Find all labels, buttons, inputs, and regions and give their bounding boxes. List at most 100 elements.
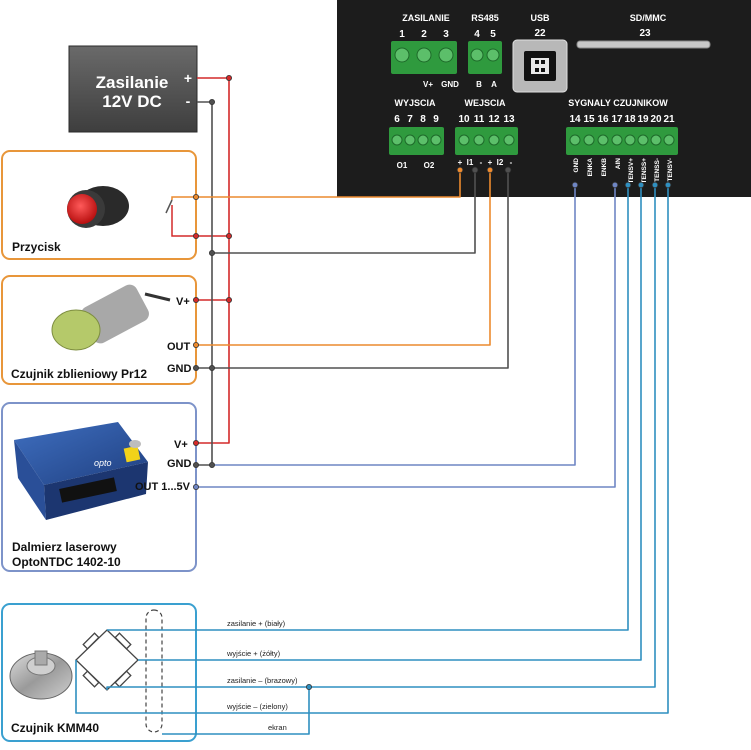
screw [503, 134, 515, 146]
laser-brand: opto [94, 458, 112, 468]
junction-dot [192, 461, 199, 468]
terminal-sub: ENKB [601, 158, 608, 177]
wire-kmm-zasilanie-plus [107, 185, 629, 631]
screw [611, 134, 623, 146]
terminal-sub: TENSS+ [641, 158, 648, 184]
kmm40-frame [1, 603, 197, 742]
laser-label2: OptoNTDC 1402-10 [12, 555, 121, 569]
wire-proximity-out [196, 172, 491, 346]
wejscia-terminal-block [455, 127, 518, 155]
switch-contact [171, 196, 196, 200]
wire-kmm-zasilanie-minus [106, 185, 656, 690]
screw [637, 134, 649, 146]
laser-pin-vplus: V+ [174, 439, 188, 451]
junction-dot [225, 75, 232, 82]
proximity-sensor-cable [144, 292, 171, 302]
controller-panel: ZASILANIE 1 2 3 V+ GND RS485 4 5 B A USB… [337, 0, 751, 197]
bridge-resistor [114, 670, 132, 688]
power-supply-line1: Zasilanie [96, 73, 169, 92]
wire-gnd-to-i1 [212, 172, 476, 254]
kmm40-label: Czujnik KMM40 [11, 721, 99, 735]
junction-dot [456, 166, 464, 174]
junction-dot [504, 166, 512, 174]
wire-label: zasilanie + (biały) [227, 619, 286, 628]
laser-lens [59, 477, 117, 503]
junction-dot [192, 483, 199, 490]
bridge-resistor [82, 670, 100, 688]
rs485-title: RS485 [471, 13, 499, 23]
junctions [192, 75, 672, 691]
sygnaly-nums: 14 15 16 17 18 19 20 21 [569, 114, 675, 125]
terminal-num: 17 [611, 114, 623, 125]
terminal-sub: TENSV- [667, 158, 674, 181]
proximity-sensor-face [51, 309, 101, 351]
junction-dot [192, 232, 199, 239]
terminal-num: 20 [650, 114, 662, 125]
wire-gnd-proximity [196, 172, 509, 369]
screw [597, 134, 609, 146]
wire-label: zasilanie – (brazowy) [227, 676, 298, 685]
screw [394, 47, 410, 63]
junction-dot [192, 439, 199, 446]
screw [391, 134, 403, 146]
terminal-num: 11 [474, 114, 485, 125]
wejscia-nums: 10 11 12 13 [458, 114, 515, 125]
screw [486, 48, 500, 62]
screw [430, 134, 442, 146]
power-supply-minus: - [186, 93, 191, 109]
wire-power-minus [196, 101, 213, 466]
terminal-num: 16 [597, 114, 609, 125]
terminal-num: 5 [490, 29, 496, 40]
junction-dot [192, 364, 199, 371]
laser-pin-out: OUT 1...5V [135, 481, 191, 493]
proximity-pin-gnd: GND [167, 363, 192, 375]
terminal-sub: + [458, 158, 463, 167]
switch-lever [165, 199, 173, 214]
junction-dot [225, 232, 232, 239]
junction-dot [192, 193, 199, 200]
screw [404, 134, 416, 146]
wheatstone-bridge [75, 629, 139, 691]
laser-connector [129, 440, 141, 448]
junction-dot [208, 364, 215, 371]
cable-shield [145, 609, 163, 733]
junction-dot [208, 461, 215, 468]
power-supply: Zasilanie 12V DC + - [68, 45, 198, 133]
junction-dot [664, 181, 672, 189]
wejscia-title: WEJSCIA [464, 98, 506, 108]
junction-dot [637, 181, 645, 189]
switch-contact [171, 205, 196, 237]
screw [624, 134, 636, 146]
zasilanie-title: ZASILANIE [402, 13, 450, 23]
power-supply-plus: + [184, 70, 192, 86]
screw [569, 134, 581, 146]
terminal-num: 3 [443, 29, 449, 40]
sygnaly-screws [569, 134, 675, 146]
proximity-sensor: Czujnik zblieniowy Pr12 V+ OUT GND [1, 275, 197, 385]
screw [663, 134, 675, 146]
screw [458, 134, 470, 146]
terminal-sub: I1 [467, 158, 474, 167]
terminal-num: 7 [407, 114, 413, 125]
terminal-sub: O1 [397, 161, 408, 170]
laser-rangefinder: opto Dalmierz laserowy OptoNTDC 1402-10 … [1, 402, 197, 572]
junction-dot [571, 181, 579, 189]
proximity-pin-out: OUT [167, 341, 191, 353]
screw [583, 134, 595, 146]
terminal-sub: TENSV+ [628, 158, 635, 184]
screw [473, 134, 485, 146]
proximity-pin-vplus: V+ [176, 296, 190, 308]
junction-dot [208, 99, 215, 106]
bridge-resistor [82, 632, 100, 650]
wire-label: wyjście – (zielony) [226, 702, 288, 711]
usb-num: 22 [534, 28, 546, 39]
junction-dot [305, 684, 312, 691]
wyjscia-title: WYJSCIA [394, 98, 436, 108]
terminal-sub: I2 [497, 158, 504, 167]
terminal-sub: ENKA [587, 158, 594, 177]
junction-dot [208, 249, 215, 256]
screw [417, 134, 429, 146]
terminal-sub: B [476, 80, 482, 89]
kmm40-sensor: Czujnik KMM40 [1, 603, 197, 742]
